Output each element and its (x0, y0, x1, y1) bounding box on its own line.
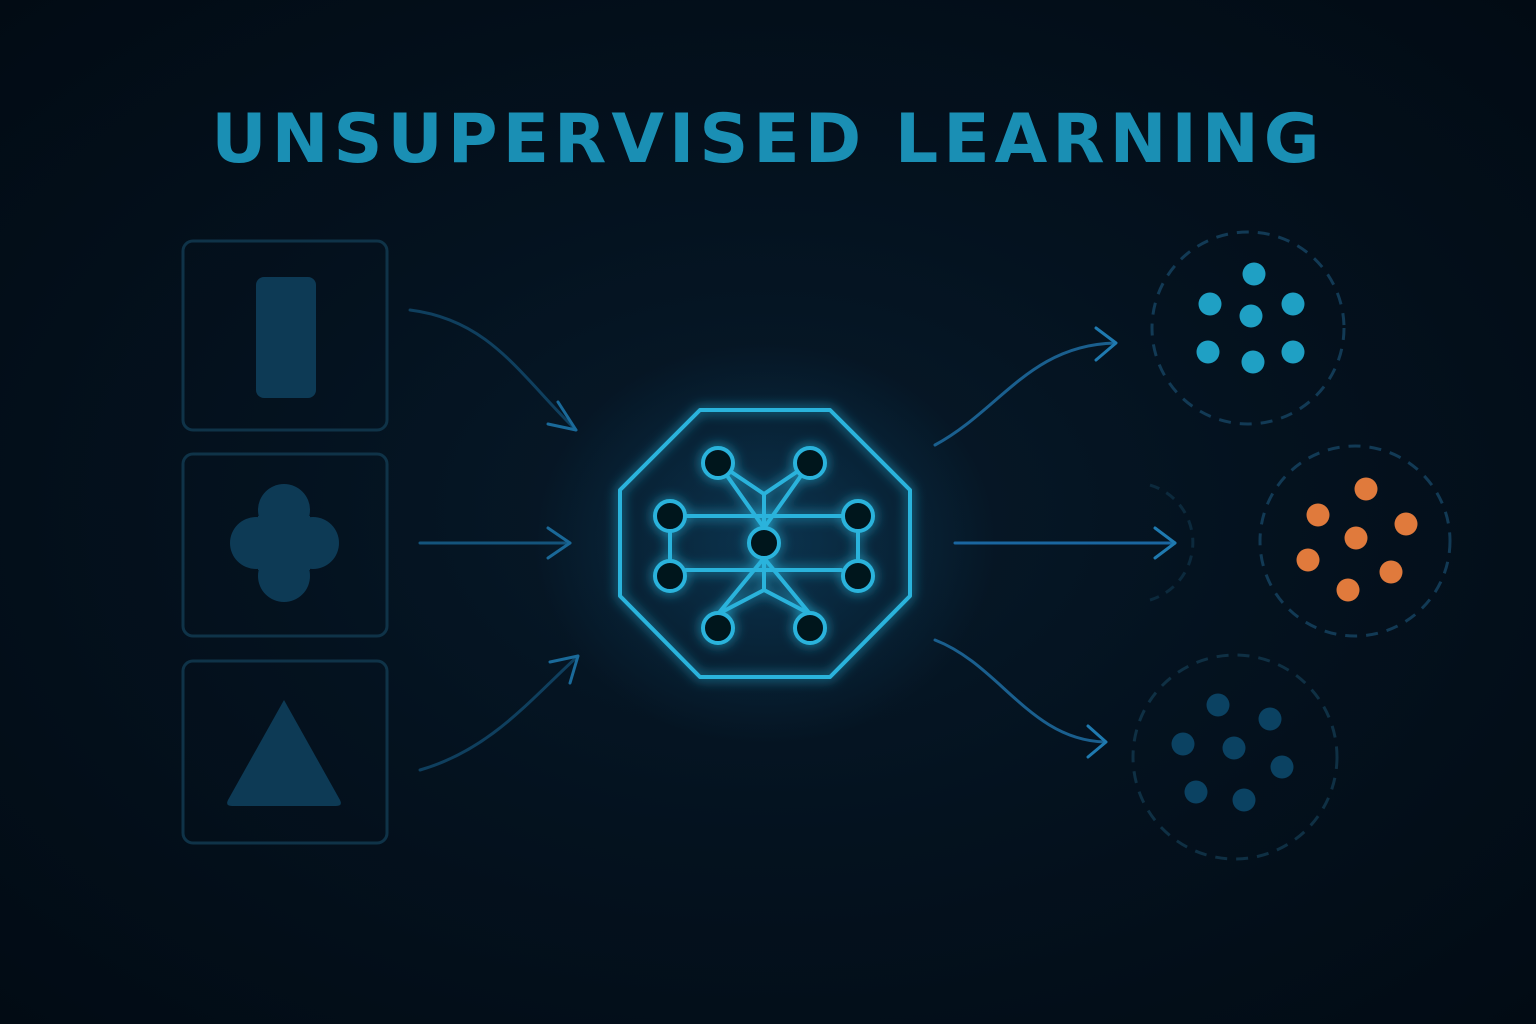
cluster-point (1198, 292, 1222, 316)
cluster-point (1296, 548, 1320, 572)
cluster-point (1222, 736, 1246, 760)
page-title: UNSUPERVISED LEARNING (211, 100, 1325, 179)
faint-cluster-outline (1149, 483, 1195, 602)
cluster-cyan (1150, 230, 1346, 426)
cluster-point (1270, 755, 1294, 779)
cluster-point (1306, 503, 1330, 527)
cluster-point (1241, 350, 1265, 374)
arrow-icon (953, 526, 1177, 560)
neural-network-icon (618, 408, 912, 679)
cluster-point (1354, 477, 1378, 501)
cluster-orange (1258, 444, 1452, 638)
hub-octagon (618, 408, 912, 679)
arrow-icon (933, 638, 1108, 759)
cluster-dark-blue (1131, 653, 1339, 861)
cluster-point (1281, 292, 1305, 316)
cluster-point (1232, 788, 1256, 812)
rectangle-shape-icon (256, 277, 316, 398)
cluster-point (1239, 304, 1263, 328)
cluster-point (1344, 526, 1368, 550)
cluster-point (1379, 560, 1403, 584)
cluster-point (1206, 693, 1230, 717)
plus-shape-icon (230, 484, 339, 602)
cluster-point (1336, 578, 1360, 602)
arrow-icon (933, 326, 1118, 447)
cluster-point (1281, 340, 1305, 364)
triangle-shape-icon (227, 700, 341, 806)
cluster-point (1171, 732, 1195, 756)
input-box-triangle (181, 659, 389, 845)
arrow-icon (408, 308, 578, 432)
input-box-plus (181, 452, 389, 638)
cluster-point (1196, 340, 1220, 364)
cluster-point (1258, 707, 1282, 731)
cluster-point (1394, 512, 1418, 536)
arrow-icon (418, 654, 580, 772)
input-box-rectangle (181, 239, 389, 432)
output-arrows (933, 326, 1177, 759)
cluster-point (1242, 262, 1266, 286)
cluster-point (1184, 780, 1208, 804)
